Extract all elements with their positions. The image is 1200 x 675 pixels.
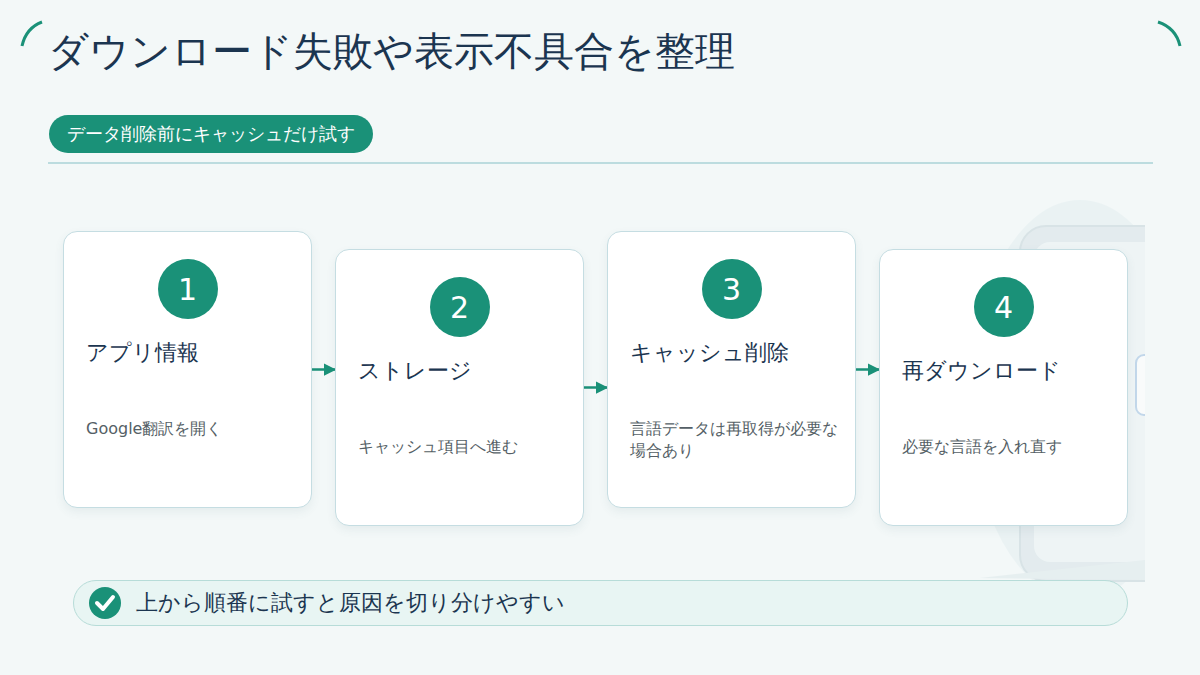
step-description: キャッシュ項目へ進む xyxy=(358,436,567,458)
step-number: 2 xyxy=(430,277,490,337)
page-title: ダウンロード失敗や表示不具合を整理 xyxy=(48,24,735,79)
step-heading: 再ダウンロード xyxy=(902,356,1113,386)
step-number: 1 xyxy=(158,259,218,319)
flow-arrow xyxy=(312,368,335,371)
step-heading: アプリ情報 xyxy=(86,338,297,368)
callout-number: 1 xyxy=(178,272,197,307)
tag-pill: データ削除前にキャッシュだけ試す xyxy=(49,115,373,153)
note-text: 上から順番に試すと原因を切り分けやすい xyxy=(136,588,565,618)
tag-text: データ削除前にキャッシュだけ試す xyxy=(67,122,355,146)
step-card: キャッシュ削除言語データは再取得が必要な場合あり 3 xyxy=(607,231,856,508)
step-description: 言語データは再取得が必要な場合あり xyxy=(630,418,839,461)
step-number: 3 xyxy=(702,259,762,319)
note-bar: 上から順番に試すと原因を切り分けやすい xyxy=(73,580,1128,626)
check-icon xyxy=(88,586,122,620)
step-card: アプリ情報 Google翻訳を開く 1 xyxy=(63,231,312,508)
callout-number: 3 xyxy=(722,272,741,307)
callout-number: 4 xyxy=(994,290,1013,325)
rule-line xyxy=(48,162,1153,164)
step-card: ストレージキャッシュ項目へ進む 2 xyxy=(335,249,584,526)
step-heading: キャッシュ削除 xyxy=(630,338,841,368)
step-description: 必要な言語を入れ直す xyxy=(902,436,1111,458)
step-number: 4 xyxy=(974,277,1034,337)
flow-arrow xyxy=(856,368,879,371)
step-card: 再ダウンロード必要な言語を入れ直す 4 xyxy=(879,249,1128,526)
callout-number: 2 xyxy=(450,290,469,325)
step-description: Google翻訳を開く xyxy=(86,418,295,440)
illustration-mask xyxy=(1145,200,1200,620)
corner-arc xyxy=(22,22,42,46)
flow-arrow xyxy=(584,386,607,389)
corner-arc xyxy=(1158,22,1180,46)
step-heading: ストレージ xyxy=(358,356,569,386)
